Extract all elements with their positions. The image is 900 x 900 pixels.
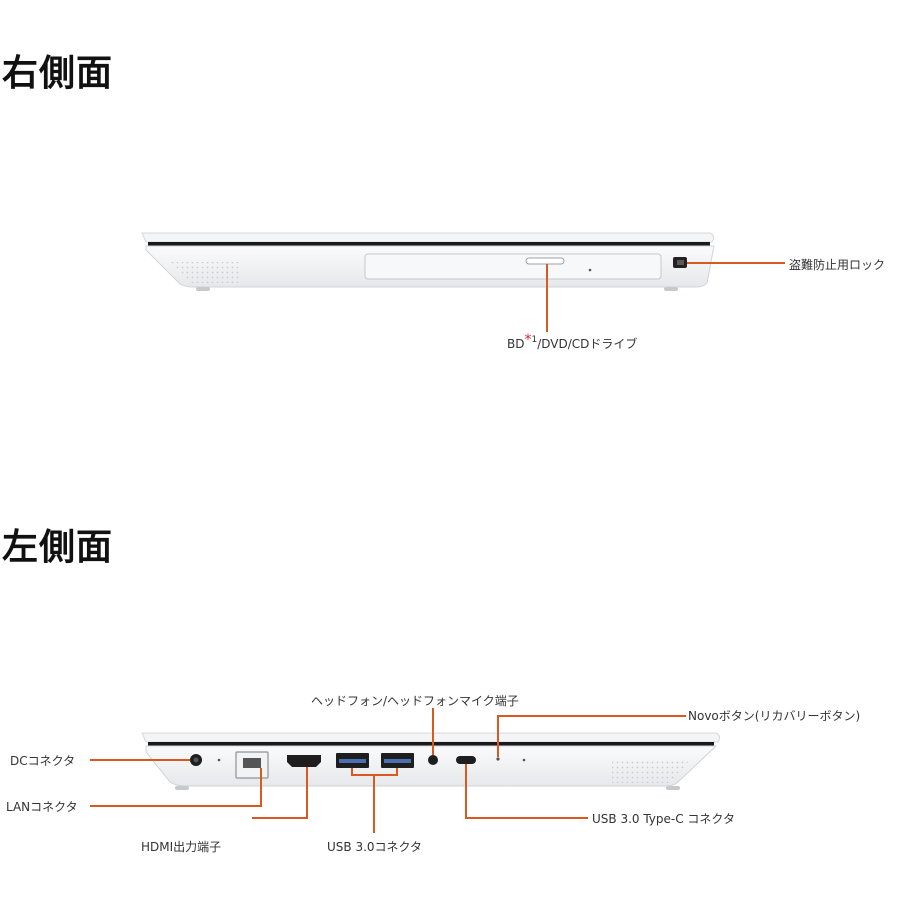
- right-side-laptop: [141, 232, 715, 291]
- right-side-heading: 右側面: [2, 53, 114, 94]
- lan-connector-label: LANコネクタ: [6, 800, 78, 814]
- drive-label: BD*1/DVD/CDドライブ: [507, 332, 638, 352]
- headphone-label: ヘッドフォン/ヘッドフォンマイク端子: [311, 694, 519, 708]
- hdmi-label: HDMI出力端子: [141, 840, 222, 854]
- drive-label-suffix: /DVD/CDドライブ: [537, 337, 638, 351]
- right-side-leader-lines: [546, 262, 785, 332]
- left-side-laptop: [141, 732, 721, 790]
- left-side-heading: 左側面: [2, 527, 114, 568]
- usb-type-c-label: USB 3.0 Type-C コネクタ: [592, 812, 735, 826]
- drive-label-footnote: 1: [531, 335, 538, 345]
- drive-label-prefix: BD: [507, 337, 525, 351]
- lock-label: 盗難防止用ロック: [789, 258, 886, 272]
- left-side-leader-lines: [90, 708, 686, 833]
- dc-connector-label: DCコネクタ: [10, 754, 76, 768]
- drive-label-star: *: [524, 332, 532, 348]
- usb30-label: USB 3.0コネクタ: [327, 840, 423, 854]
- novo-button-label: Novoボタン(リカバリーボタン): [688, 709, 861, 723]
